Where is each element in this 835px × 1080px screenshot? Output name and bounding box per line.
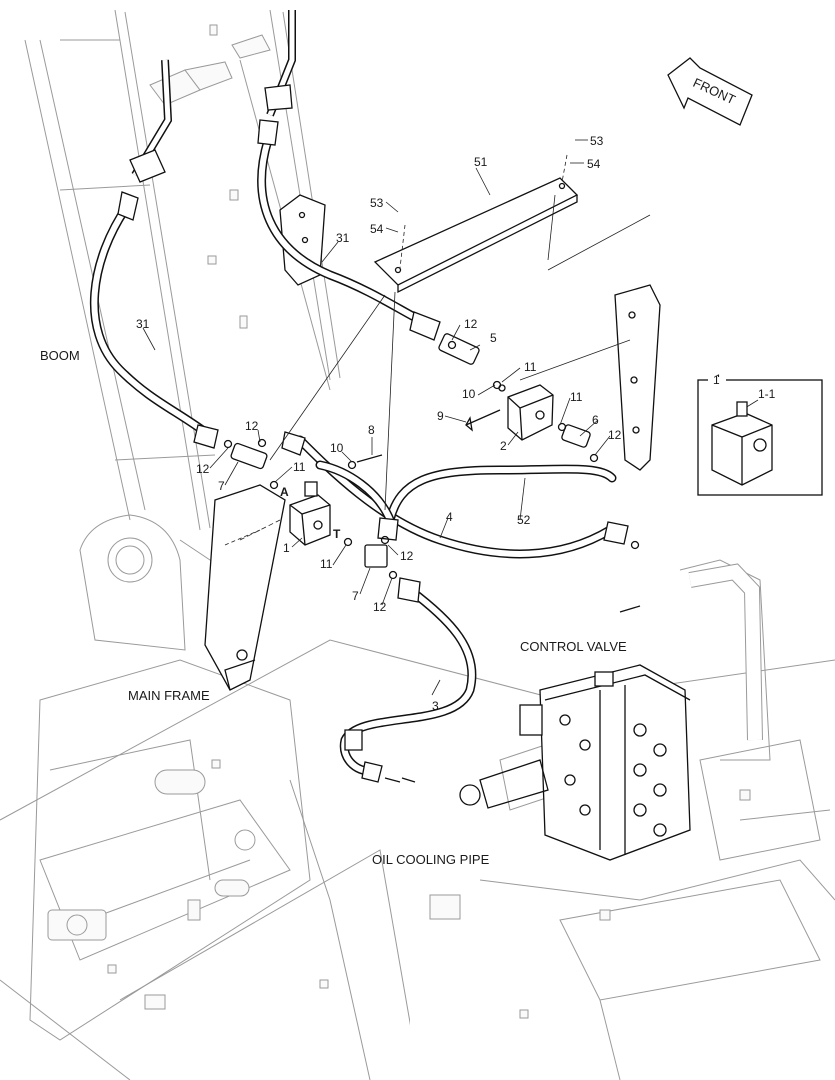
callout-12: 12 (608, 428, 622, 442)
hose-31-left (89, 191, 219, 449)
leader-lines (142, 139, 651, 696)
control-valve (459, 664, 691, 861)
valve-block-1 (289, 481, 331, 546)
callout-52: 52 (517, 513, 531, 527)
callout-54: 54 (370, 222, 384, 236)
callout-54: 54 (587, 157, 601, 171)
label-oil-cooling-pipe: OIL COOLING PIPE (372, 852, 490, 867)
callout-31: 31 (136, 317, 150, 331)
label-control-valve: CONTROL VALVE (520, 639, 627, 654)
callout-9: 9 (437, 409, 444, 423)
boom-pipe-lines (129, 10, 296, 183)
right-mounting-bracket (614, 284, 661, 471)
callout-12: 12 (400, 549, 414, 563)
label-boom: BOOM (40, 348, 80, 363)
callout-2: 2 (500, 439, 507, 453)
callout-8: 8 (368, 423, 375, 437)
callout-5: 5 (490, 331, 497, 345)
callout-12: 12 (196, 462, 210, 476)
left-mounting-bracket (204, 484, 286, 691)
hose-clamp-bracket-51 (373, 154, 579, 294)
main-frame-structure (0, 639, 835, 1080)
callout-11: 11 (293, 460, 306, 474)
callout-1: 1 (283, 541, 290, 555)
port-label-t: T (333, 527, 341, 541)
callout-7: 7 (352, 589, 359, 603)
callout-6: 6 (592, 413, 599, 427)
hose-3 (339, 577, 477, 783)
callout-7: 7 (218, 479, 225, 493)
callout-12: 12 (464, 317, 478, 331)
fittings (223, 333, 641, 613)
hose-52 (315, 460, 617, 541)
callout-4: 4 (446, 510, 453, 524)
valve-block-2 (507, 384, 554, 441)
callout-11: 11 (320, 557, 333, 571)
oil-cooling-pipe-drawing (410, 559, 771, 1080)
callout-53: 53 (590, 134, 604, 148)
port-label-a: A (280, 485, 289, 499)
inset-title-text: 1 (713, 373, 720, 387)
callout-3: 3 (432, 699, 439, 713)
callout-12: 12 (373, 600, 387, 614)
callout-10: 10 (330, 441, 344, 455)
callout-31: 31 (336, 231, 350, 245)
callout-11: 11 (524, 360, 537, 374)
detail-inset-box: 1 1 1-1 (697, 372, 823, 496)
callout-10: 10 (462, 387, 476, 401)
callout-12: 12 (245, 419, 259, 433)
label-main-frame: MAIN FRAME (128, 688, 210, 703)
callout-53: 53 (370, 196, 384, 210)
hose-31-upper (257, 119, 441, 341)
front-direction-arrow: FRONT (667, 57, 753, 126)
inset-item-label: 1-1 (758, 387, 776, 401)
callout-11: 11 (570, 390, 583, 404)
callout-51: 51 (474, 155, 488, 169)
